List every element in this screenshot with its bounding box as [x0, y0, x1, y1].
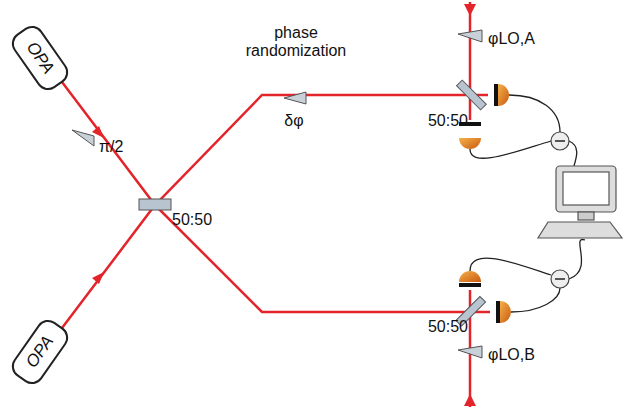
beam-splitters — [139, 80, 486, 326]
phase-wedges — [72, 30, 482, 358]
node-text: OPA — [22, 332, 58, 372]
splitter-ratio: 50:50 — [428, 112, 468, 130]
splitter-ratio: 50:50 — [172, 211, 212, 229]
laser-beams — [62, 2, 490, 407]
phase-label: π/2 — [99, 138, 123, 156]
phase-label: δφ — [284, 112, 303, 130]
splitter-ratio: 50:50 — [428, 318, 468, 336]
lo-phase-label: φLO,A — [488, 30, 535, 48]
lo-phase-label: φLO,B — [488, 346, 535, 364]
node-text: OPA — [22, 38, 58, 78]
randomization-label: phase randomization — [237, 24, 355, 59]
beam-arrows — [92, 4, 476, 406]
computer-icon — [538, 166, 622, 238]
